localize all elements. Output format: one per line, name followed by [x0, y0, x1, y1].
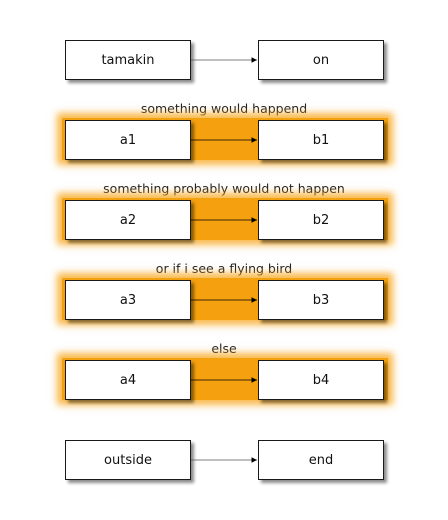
node-b2[interactable]: b2 [258, 200, 384, 240]
group-label-4: else [211, 341, 237, 356]
node-a3[interactable]: a3 [65, 280, 191, 320]
node-on[interactable]: on [258, 40, 384, 80]
node-b3[interactable]: b3 [258, 280, 384, 320]
group-label-2: something probably would not happen [103, 181, 345, 196]
group-label-3: or if i see a flying bird [155, 261, 293, 276]
node-a2[interactable]: a2 [65, 200, 191, 240]
node-b4[interactable]: b4 [258, 360, 384, 400]
node-tamakin[interactable]: tamakin [65, 40, 191, 80]
node-a1[interactable]: a1 [65, 120, 191, 160]
node-end[interactable]: end [258, 440, 384, 480]
node-b1[interactable]: b1 [258, 120, 384, 160]
node-a4[interactable]: a4 [65, 360, 191, 400]
node-outside[interactable]: outside [65, 440, 191, 480]
group-label-1: something would happend [140, 101, 308, 116]
